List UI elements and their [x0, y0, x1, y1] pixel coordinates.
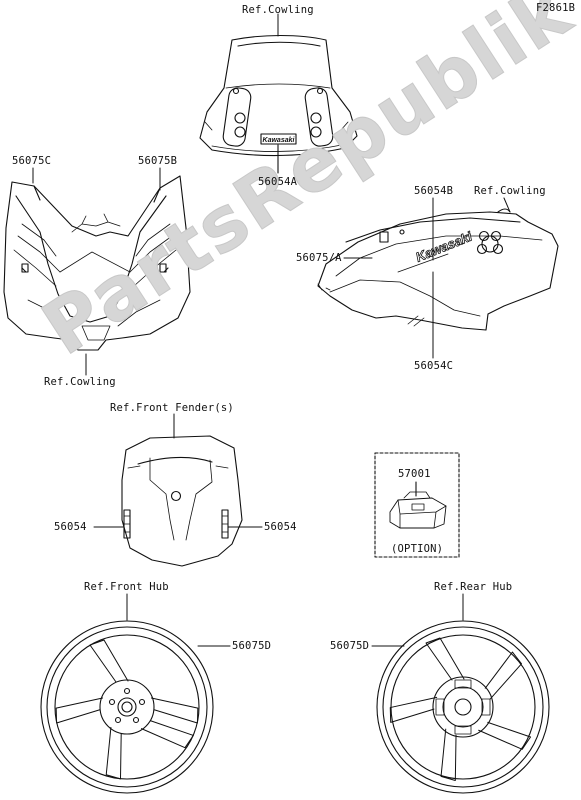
- side-cowl-part: [317, 208, 559, 331]
- windshield-ref-label: Ref.Cowling: [242, 4, 314, 16]
- windshield-part: [199, 34, 358, 174]
- upper-cowl-ref-label: Ref.Cowling: [44, 376, 116, 388]
- figure-code: F2861B: [536, 2, 576, 14]
- rear-wheel-part: [376, 620, 550, 794]
- side-cowl-decal-text: Kawasaki: [414, 229, 475, 265]
- rear-wheel-part-label: 56075D: [330, 640, 370, 652]
- side-cowl-ref-label: Ref.Cowling: [474, 185, 546, 197]
- upper-cowl-part: [3, 175, 191, 351]
- upper-cowl-left-label: 56075C: [12, 155, 52, 167]
- option-part-box: [374, 452, 460, 558]
- windshield-decal-text: Kawasaki: [263, 137, 296, 144]
- option-caption: (OPTION): [391, 543, 444, 555]
- front-fender-left-label: 56054: [54, 521, 87, 533]
- front-fender-right-label: 56054: [264, 521, 297, 533]
- side-cowl-label-b: 56054B: [414, 185, 454, 197]
- front-wheel-ref-label: Ref.Front Hub: [84, 581, 169, 593]
- side-cowl-label-c: 56054C: [414, 360, 454, 372]
- option-part-number: 57001: [398, 468, 431, 480]
- upper-cowl-right-label: 56075B: [138, 155, 178, 167]
- windshield-part-label: 56054A: [258, 176, 298, 188]
- rear-wheel-ref-label: Ref.Rear Hub: [434, 581, 513, 593]
- front-wheel-part: [40, 620, 214, 794]
- front-fender-part: [121, 435, 243, 567]
- side-cowl-label-a: 56075/A: [296, 252, 342, 264]
- front-wheel-part-label: 56075D: [232, 640, 272, 652]
- front-fender-ref-label: Ref.Front Fender(s): [110, 402, 234, 414]
